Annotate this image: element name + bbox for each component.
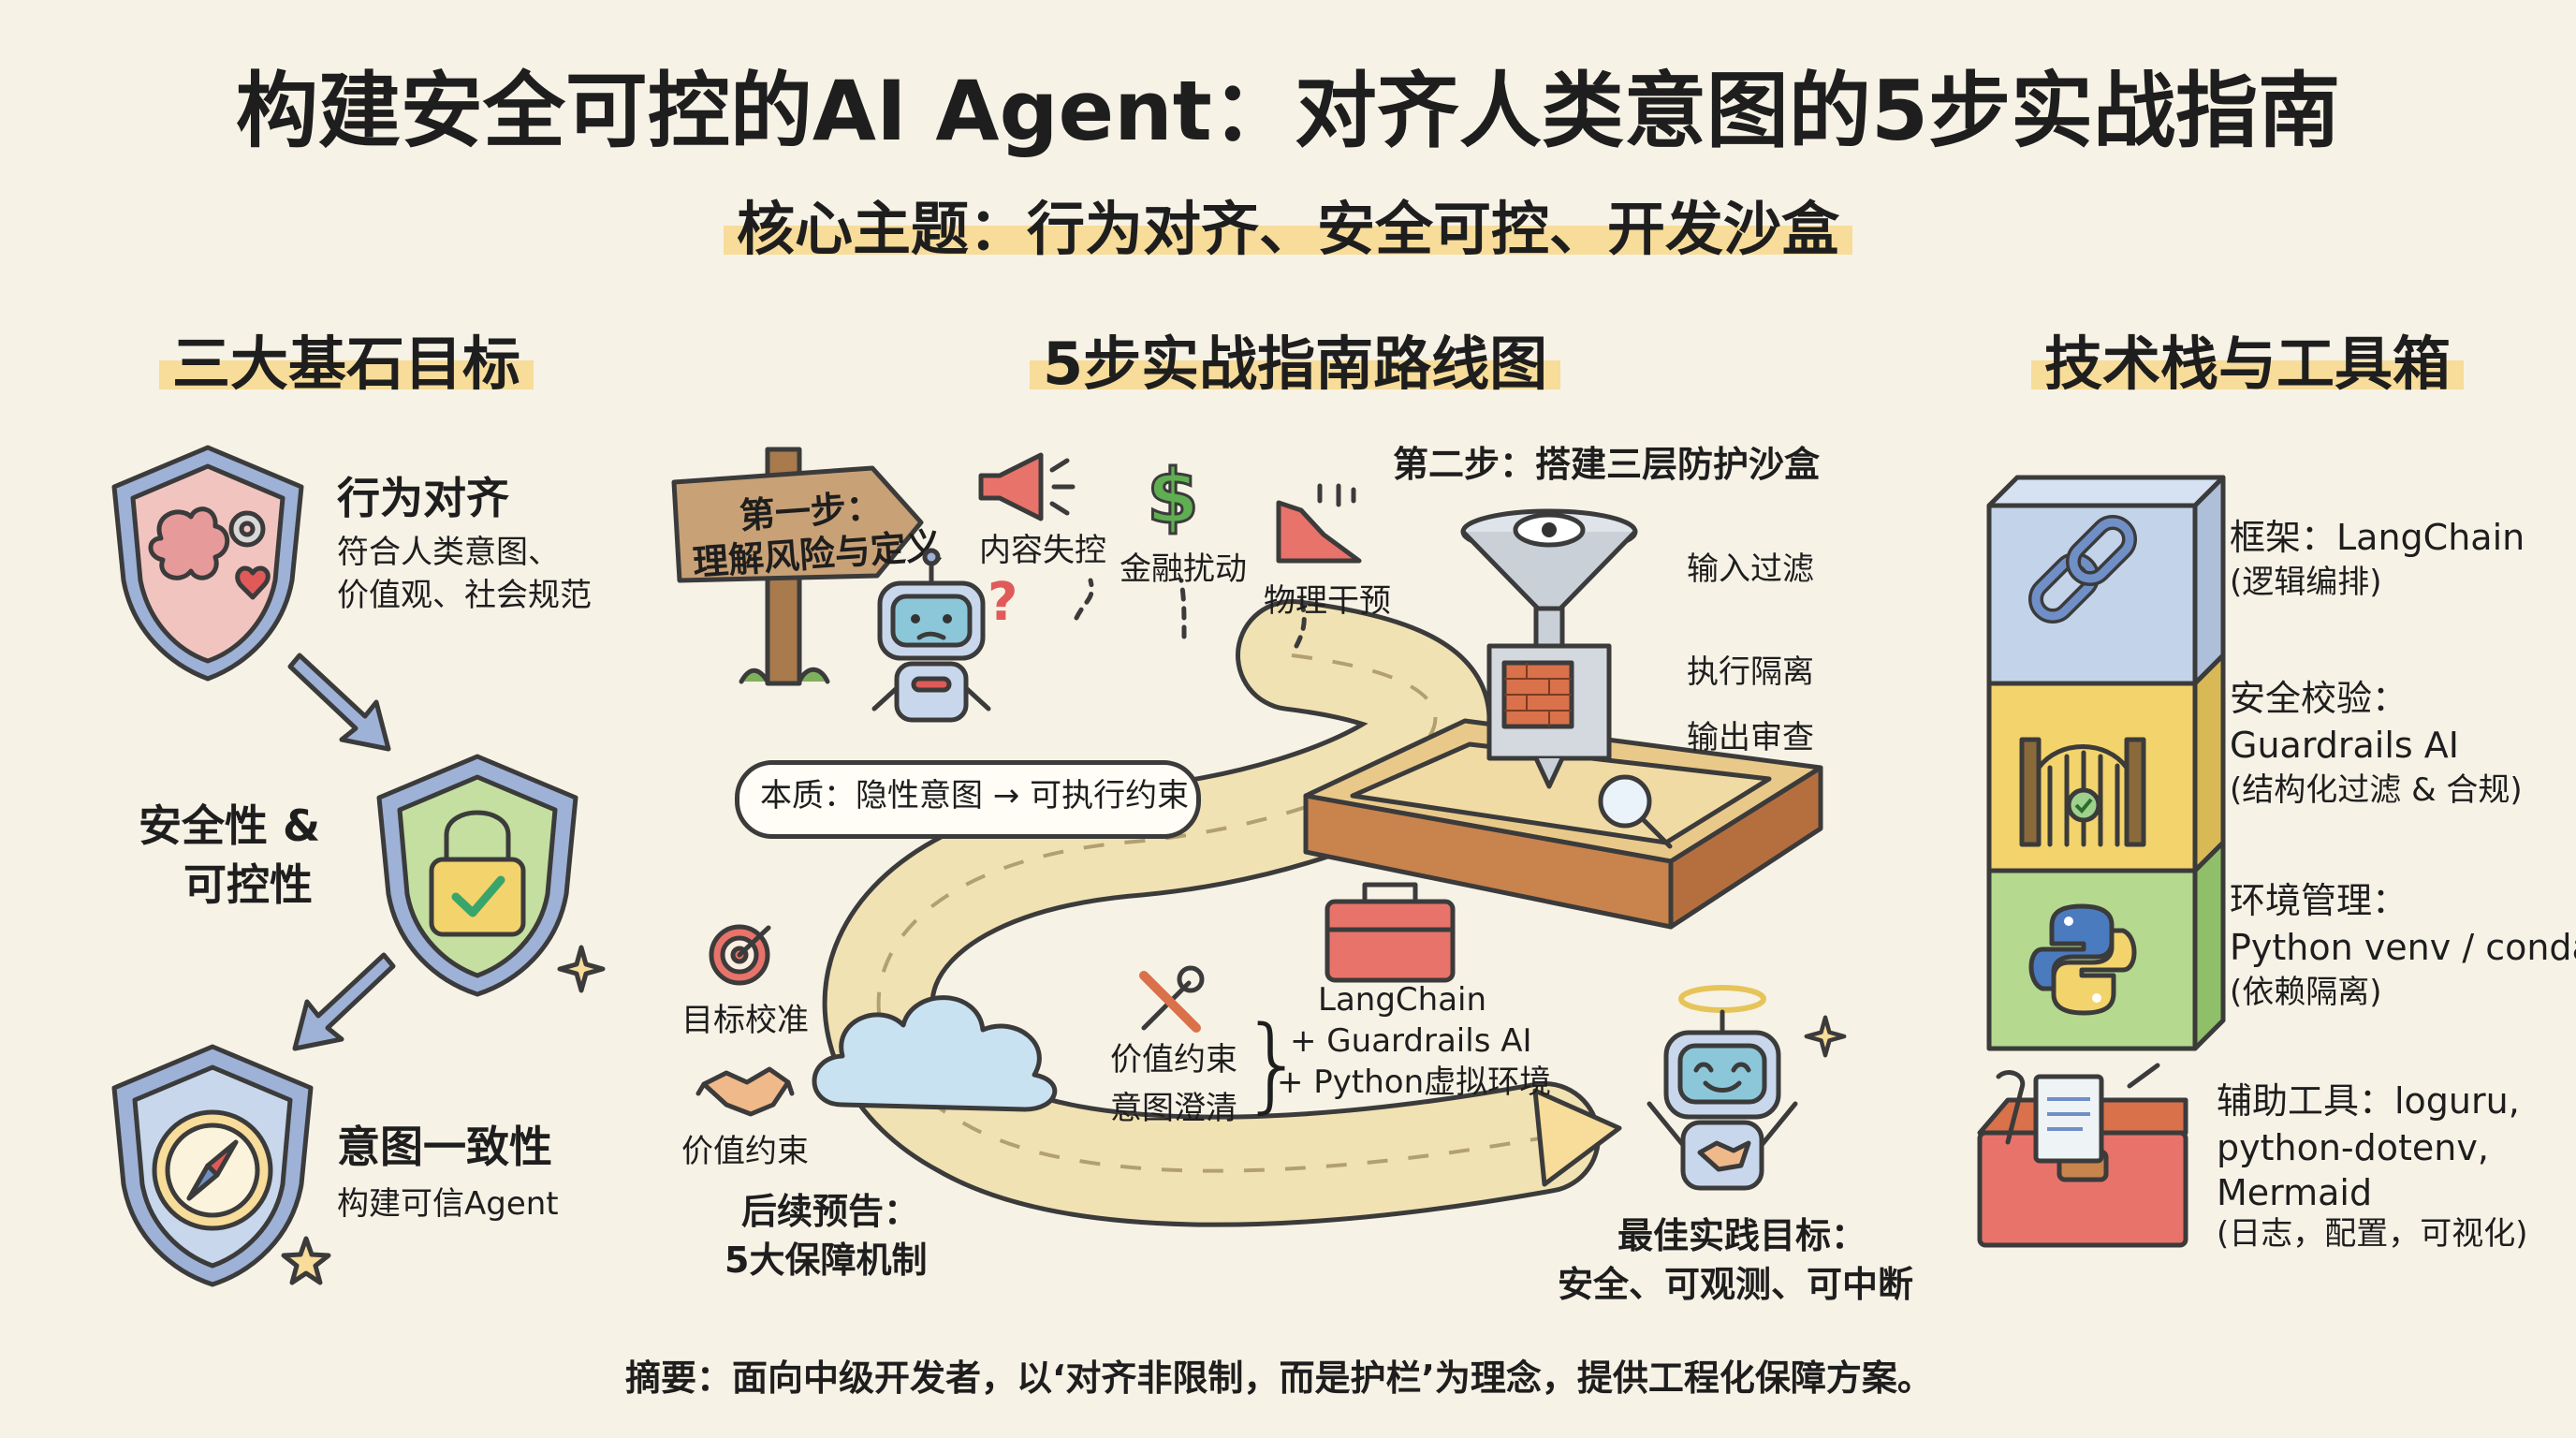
subtitle-wrap: 核心主题：行为对齐、安全可控、开发沙盒	[0, 195, 2576, 264]
page-title: 构建安全可控的AI Agent：对齐人类意图的5步实战指南	[235, 63, 2341, 159]
tool3-line3: (依赖隔离)	[2230, 974, 2382, 1011]
python-icon	[2028, 903, 2137, 1016]
brace-icon: }	[1240, 1004, 1306, 1123]
essence-box	[735, 760, 1201, 839]
target-icon	[709, 924, 771, 986]
align-value: 价值约束	[681, 1133, 809, 1170]
tool4-line2: python-dotenv,	[2217, 1127, 2489, 1168]
goal1-line1: 符合人类意图、	[337, 534, 560, 571]
cloud-icon	[812, 995, 1058, 1112]
constraint-line1: 价值约束	[1110, 1041, 1237, 1078]
dollar-icon: $	[1146, 452, 1201, 542]
tool1-line2: (逻辑编排)	[2230, 564, 2382, 601]
handshake-icon	[695, 1066, 795, 1117]
tool2-line1: 安全校验：	[2230, 678, 2408, 719]
landslide-icon	[1276, 483, 1362, 564]
tool3-line2: Python venv / conda	[2230, 927, 2576, 968]
stack-line2: + Guardrails AI	[1290, 1022, 1532, 1060]
risk-physical: 物理干预	[1264, 582, 1391, 620]
tool4-line4: (日志，配置，可视化)	[2217, 1215, 2528, 1253]
risk-finance: 金融扰动	[1120, 550, 1247, 588]
middle-heading: 5步实战指南路线图	[1030, 330, 1561, 399]
magnifier-icon	[1598, 774, 1673, 849]
constraint-line2: 意图澄清	[1110, 1090, 1237, 1127]
goal1-title: 行为对齐	[337, 473, 509, 523]
shield-brain-icon	[111, 445, 304, 682]
svg-text:$: $	[1147, 453, 1199, 540]
goal1-line2: 价值观、社会规范	[337, 577, 592, 614]
sparkle-icon	[557, 945, 606, 993]
tool4-line3: Mermaid	[2217, 1172, 2373, 1213]
best-line2: 安全、可观测、可中断	[1558, 1264, 1914, 1305]
stack-line3: + Python虚拟环境	[1277, 1064, 1552, 1101]
layer-execute: 执行隔离	[1687, 653, 1814, 691]
right-heading: 技术栈与工具箱	[2031, 330, 2465, 399]
question-mark-icon: ?	[988, 572, 1018, 633]
funnel-icon	[1460, 508, 1638, 789]
risk-content: 内容失控	[979, 532, 1106, 569]
layer-input: 输入过滤	[1687, 550, 1814, 588]
shield-compass-icon	[111, 1044, 314, 1287]
toolbox-icon	[1977, 1063, 2188, 1248]
down-arrow-icon-2	[292, 952, 396, 1051]
page-subtitle: 核心主题：行为对齐、安全可控、开发沙盒	[723, 195, 1852, 263]
tool2-line2: Guardrails AI	[2230, 725, 2459, 766]
robot-confused-icon	[871, 548, 991, 723]
shield-lock-icon	[376, 754, 578, 997]
align-target: 目标校准	[681, 1002, 809, 1039]
tool3-line1: 环境管理：	[2230, 880, 2408, 921]
tool4-line1: 辅助工具：loguru,	[2217, 1080, 2520, 1122]
stack-line1: LangChain	[1318, 981, 1487, 1019]
goal2-line2: 可控性	[183, 859, 313, 910]
left-heading: 三大基石目标	[159, 330, 534, 399]
goal2-line1: 安全性 &	[139, 800, 321, 851]
best-line1: 最佳实践目标：	[1617, 1215, 1867, 1256]
robot-happy-icon	[1647, 985, 1798, 1191]
step2-title: 第二步：搭建三层防护沙盒	[1393, 444, 1821, 485]
tools-icon	[1139, 965, 1205, 1033]
preview-line2: 5大保障机制	[724, 1240, 928, 1281]
essence-text: 本质：隐性意图 → 可执行约束	[760, 777, 1190, 814]
sandbox-icon	[1303, 718, 1823, 930]
goal3-line1: 构建可信Agent	[337, 1185, 559, 1223]
preview-line1: 后续预告：	[741, 1191, 920, 1232]
tool2-line3: (结构化过滤 & 合规)	[2230, 771, 2523, 809]
tool1-line1: 框架：LangChain	[2230, 517, 2525, 558]
megaphone-icon	[978, 452, 1076, 521]
footer-summary: 摘要：面向中级开发者，以‘对齐非限制，而是护栏’为理念，提供工程化保障方案。	[625, 1357, 1933, 1399]
chain-link-icon	[2027, 514, 2138, 624]
goal3-title: 意图一致性	[337, 1122, 552, 1172]
gate-icon	[2019, 737, 2146, 847]
sparkle-icon-2	[1804, 1015, 1847, 1058]
star-icon	[281, 1236, 331, 1285]
down-arrow-icon	[287, 653, 391, 752]
layer-output: 输出审查	[1687, 719, 1814, 756]
toolbox-icon-small	[1325, 882, 1456, 983]
signpost-icon	[671, 447, 924, 686]
